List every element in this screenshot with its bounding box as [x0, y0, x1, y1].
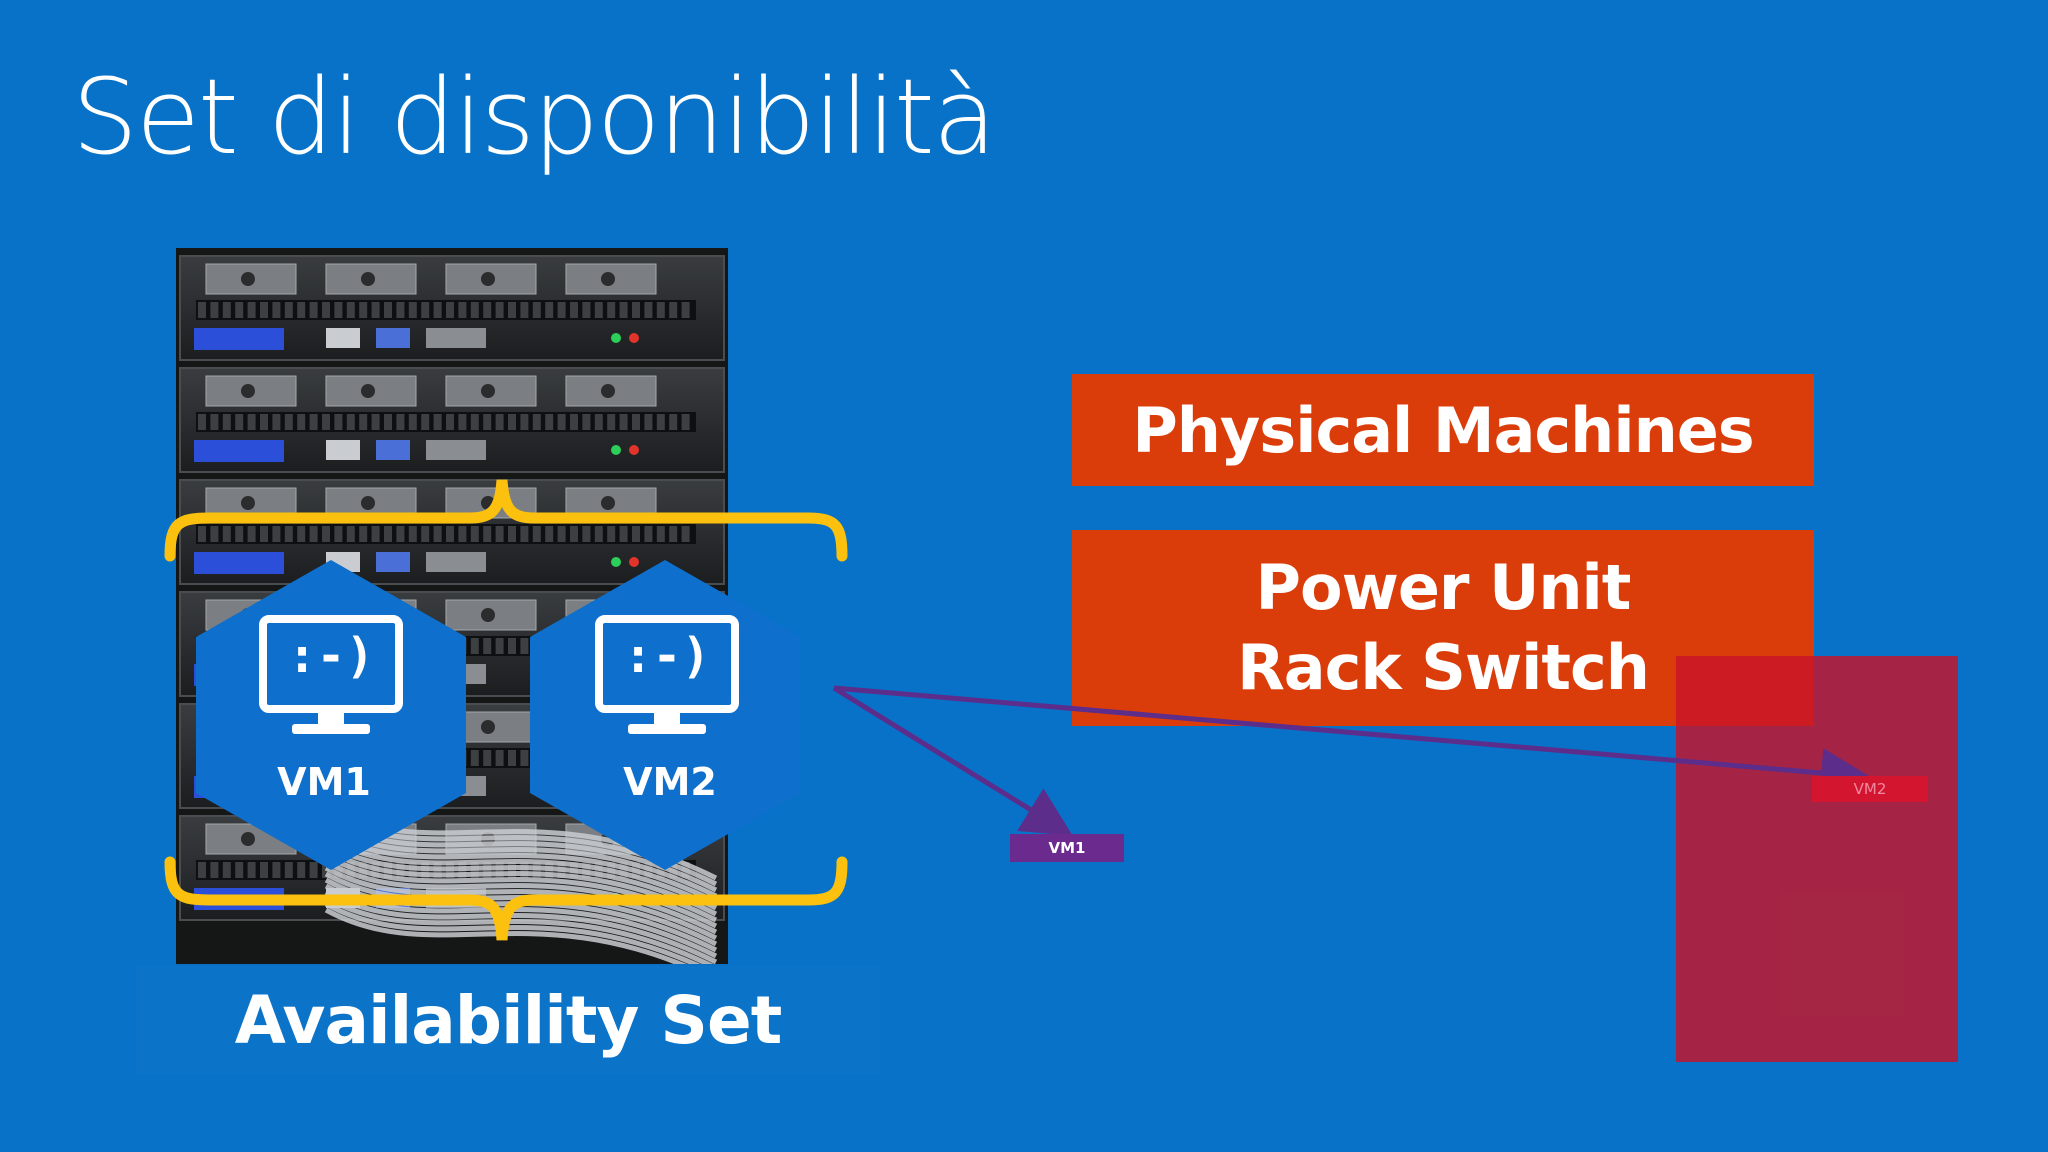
- slide-title: Set di disponibilità: [72, 56, 997, 178]
- monitor-icon: [595, 615, 739, 734]
- rack-cable: [324, 907, 687, 964]
- bottom-curly-bracket: [164, 856, 848, 941]
- physical-machines-label: Physical Machines: [1132, 393, 1754, 467]
- vm1-target-tag: VM1: [1010, 834, 1124, 862]
- rack-cable: [324, 829, 718, 905]
- availability-set-label: Availability Set: [234, 981, 783, 1059]
- rack-cable: [324, 835, 718, 911]
- rack-cable: [324, 847, 718, 923]
- rack-server-unit: [179, 255, 725, 361]
- vm2-face: :-): [623, 628, 711, 684]
- monitor-icon: [259, 615, 403, 734]
- rack-switch-line: Rack Switch: [1237, 631, 1650, 704]
- vm2-target-tag: VM2: [1812, 776, 1928, 802]
- rack-cable: [324, 841, 718, 917]
- rack-cable: [324, 901, 701, 964]
- power-unit-line: Power Unit: [1255, 551, 1632, 624]
- vm1-face: :-): [287, 628, 375, 684]
- rack-cable: [324, 865, 718, 941]
- physical-machines-box: Physical Machines: [1072, 374, 1814, 486]
- vm2-label: VM2: [623, 760, 717, 804]
- rack-server-unit: [179, 367, 725, 473]
- availability-set-banner: Availability Set: [136, 966, 880, 1074]
- vm1-label: VM1: [277, 760, 371, 804]
- top-curly-bracket: [164, 479, 848, 562]
- rack-cable: [324, 871, 718, 947]
- red-highlight-overlay: [1676, 656, 1958, 1062]
